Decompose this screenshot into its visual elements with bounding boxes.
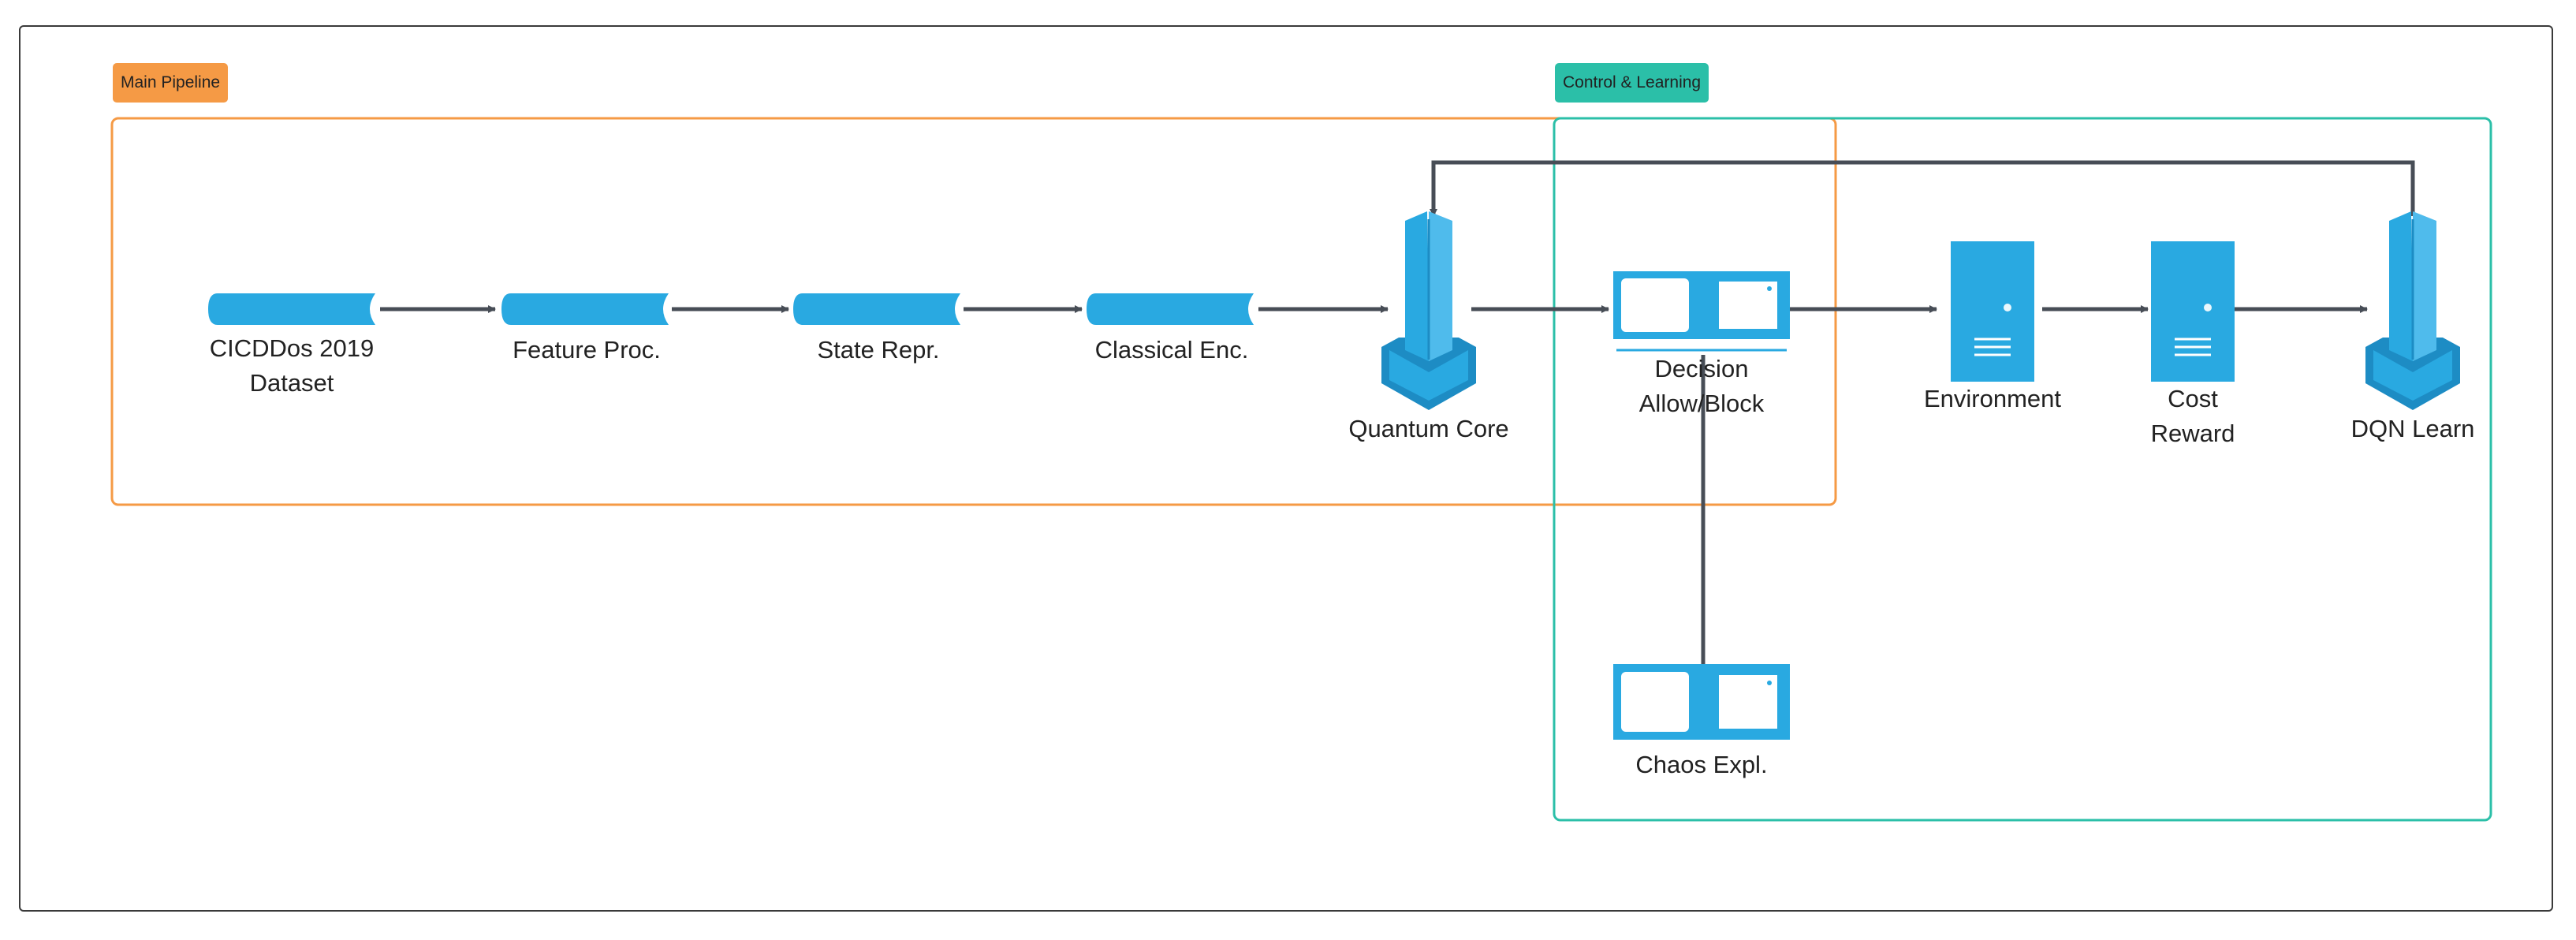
mainframe-icon [1381, 211, 1476, 410]
node-label-feature-proc: Feature Proc. [513, 336, 661, 364]
server-tower-icon [2151, 241, 2235, 382]
node-label-dqn-learn: DQN Learn [2350, 415, 2475, 442]
control-learning-tag: Control & Learning [1555, 63, 1709, 103]
node-label-cost-reward: Cost Reward [2150, 385, 2235, 447]
node-label-quantum-core: Quantum Core [1348, 415, 1509, 442]
storage-tape-icon [501, 293, 669, 325]
node-label-chaos-expl: Chaos Expl. [1635, 751, 1768, 778]
diagram-frame [19, 25, 2553, 912]
node-label-state-repr: State Repr. [817, 336, 940, 364]
node-label-dataset: CICDDos 2019 Dataset [209, 334, 375, 397]
monitor-windows-icon [1613, 271, 1790, 352]
server-tower-icon [1951, 241, 2034, 382]
main-pipeline-tag: Main Pipeline [113, 63, 229, 103]
storage-tape-icon [793, 293, 960, 325]
node-label-environment: Environment [1923, 385, 2062, 412]
node-label-classical-enc: Classical Enc. [1094, 336, 1249, 364]
monitor-windows-icon [1613, 664, 1790, 740]
main-pipeline-group [110, 117, 1837, 506]
storage-tape-icon [208, 293, 375, 325]
storage-tape-icon [1087, 293, 1254, 325]
edge-dqn-quantum-feedback [1430, 160, 2415, 217]
node-label-decision: Decision Allow/Block [1638, 355, 1765, 417]
control-learning-group [1553, 117, 2492, 822]
mainframe-icon [2365, 211, 2460, 410]
